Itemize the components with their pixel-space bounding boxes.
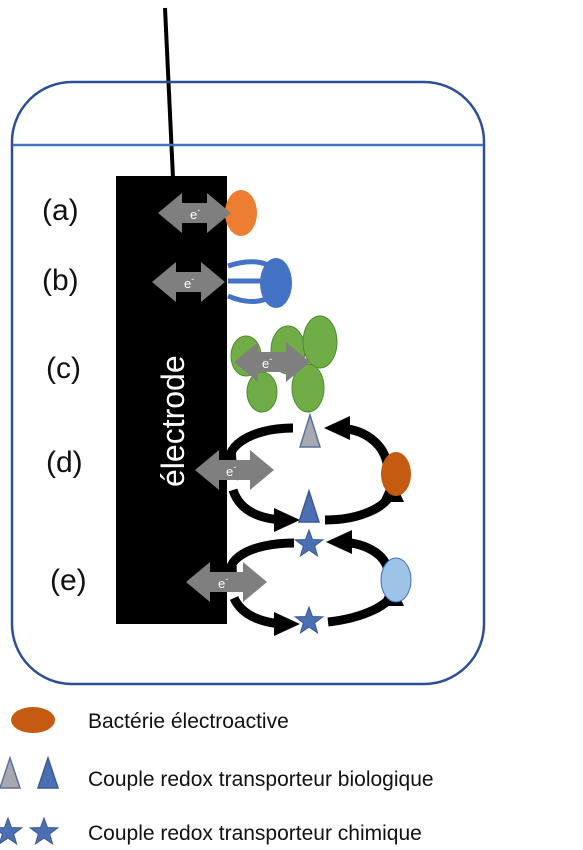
cycle-arrow-d	[228, 488, 300, 532]
electron-label-c: e-	[262, 354, 272, 371]
label-e: (e)	[50, 564, 87, 597]
legend-biological-text: Couple redox transporteur biologique	[88, 768, 434, 791]
electrode-wire	[163, 7, 175, 179]
electron-label-b: e-	[184, 274, 194, 291]
label-c: (c)	[46, 352, 81, 385]
label-d: (d)	[46, 446, 83, 479]
label-b: (b)	[42, 264, 79, 297]
legend-star-icon	[0, 816, 24, 846]
legend-star-icon	[28, 816, 60, 846]
label-a: (a)	[42, 194, 79, 227]
legend-bacterium-text: Bactérie électroactive	[88, 710, 289, 733]
electron-label-d: e-	[226, 462, 236, 479]
legend-mediator-blue-icon	[36, 755, 60, 789]
electron-arrow-b	[152, 262, 225, 302]
electron-label-a: e-	[190, 205, 200, 222]
mediator-reduced-d	[297, 488, 321, 523]
legend-chemical-text: Couple redox transporteur chimique	[88, 822, 422, 845]
mediator-oxidized-e	[293, 528, 325, 558]
electron-arrow-a	[158, 193, 231, 233]
cycle-arrow-d	[324, 416, 393, 471]
vessel	[10, 80, 486, 686]
electrode	[116, 176, 227, 624]
biofilm-cell	[291, 363, 325, 413]
bacterium-b	[260, 258, 292, 308]
mediator-reduced-e	[293, 605, 325, 635]
electron-label-e: e-	[218, 574, 228, 591]
bacterium-d	[381, 452, 411, 496]
electron-arrow-e	[186, 562, 267, 602]
bacterium-a	[225, 190, 257, 236]
legend-bacterium-icon	[11, 707, 55, 733]
cycle-arrow-e	[327, 580, 404, 627]
bacterium-e	[380, 557, 412, 603]
electron-arrow-d	[195, 450, 274, 490]
mediator-oxidized-d	[298, 412, 322, 448]
cycle-arrow-e	[229, 595, 300, 636]
electron-arrow-c	[234, 342, 310, 382]
cycle-arrow-e	[326, 530, 393, 572]
electrode-label: électrode	[155, 355, 191, 487]
legend-mediator-gray-icon	[0, 755, 22, 789]
cycle-arrow-d	[324, 476, 404, 525]
biofilm-cell	[302, 315, 338, 369]
biofilm-cell	[246, 371, 278, 413]
